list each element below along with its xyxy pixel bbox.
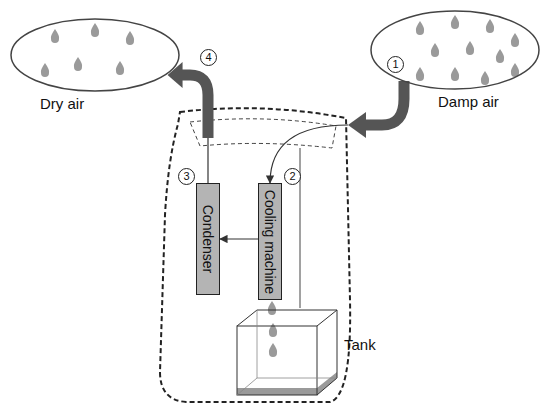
callout-number: 2 <box>284 168 301 185</box>
air-ellipse: Damp air <box>370 10 540 90</box>
dry-air-drops <box>41 23 134 77</box>
ellipse-outline <box>370 10 540 90</box>
process-box: Cooling machine <box>258 183 282 300</box>
damp-air-drops <box>416 15 519 85</box>
air-flow-arrow <box>364 81 404 125</box>
box-label: Cooling machine <box>262 189 278 293</box>
falling-drops <box>268 301 277 357</box>
air-ellipse: Dry air <box>10 18 180 92</box>
flow-line <box>270 125 348 183</box>
body-outline <box>160 108 350 402</box>
callout-number: 4 <box>200 49 217 66</box>
ellipse-shape <box>11 19 179 91</box>
flow-line <box>207 136 208 183</box>
ellipse-shape <box>371 11 539 89</box>
callout-number: 1 <box>387 56 404 73</box>
air-label: Damp air <box>438 93 499 110</box>
tank-floor <box>237 372 337 395</box>
tank-back-edge <box>237 310 257 395</box>
ellipse-outline <box>10 18 180 92</box>
air-arrowhead <box>348 112 366 138</box>
flow-connector <box>168 62 208 183</box>
callout-number: 3 <box>178 168 195 185</box>
tank-box: Tank <box>236 308 340 396</box>
air-label: Dry air <box>40 95 84 112</box>
process-box: Condenser <box>196 183 220 295</box>
flow-connector <box>220 239 258 240</box>
tank-side <box>317 310 337 395</box>
box-label: Condenser <box>200 205 216 274</box>
air-flow-arrow <box>181 75 208 138</box>
tank-top <box>237 310 337 326</box>
flow-line <box>220 238 258 239</box>
tank-back-edge <box>257 378 337 379</box>
tank-label: Tank <box>344 336 376 353</box>
tank-outline <box>236 308 340 396</box>
